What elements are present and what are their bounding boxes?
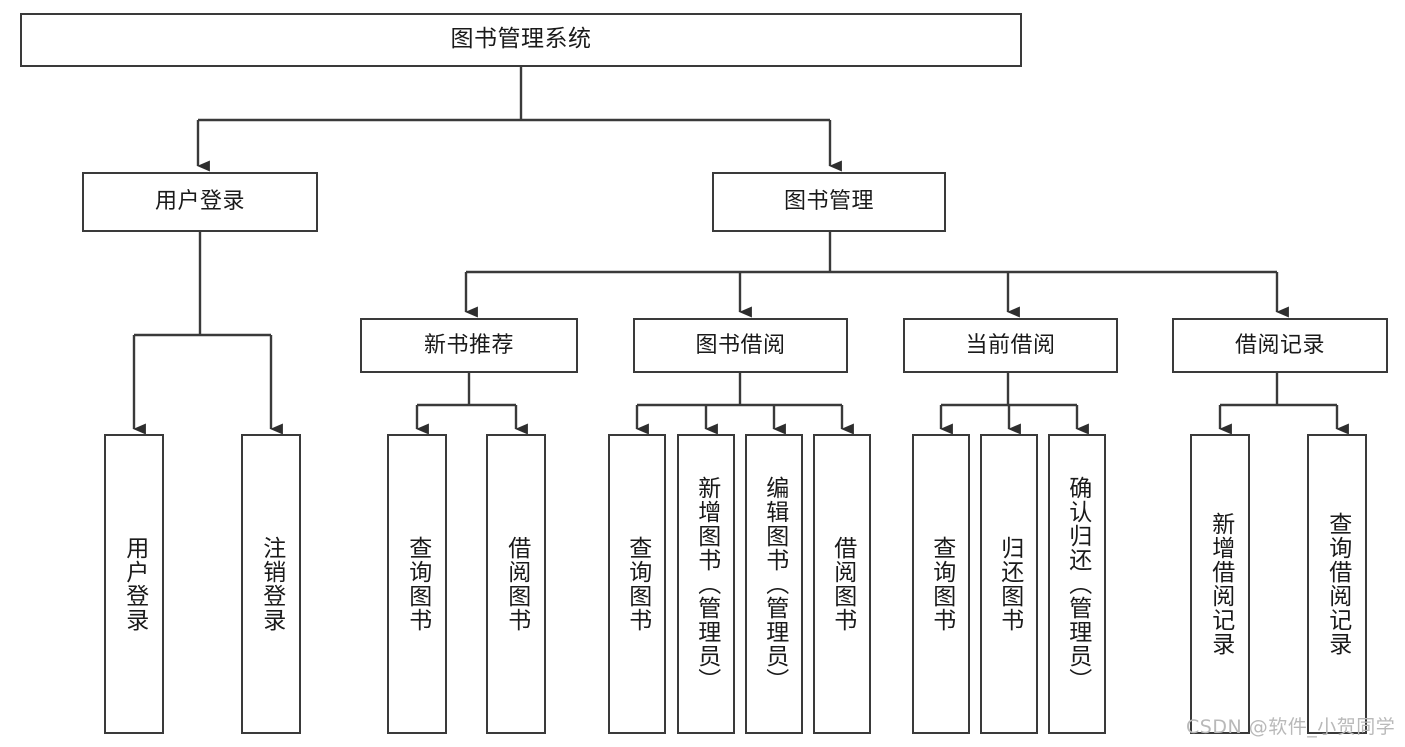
node-leaf-query-book-1[interactable]: 查询图书 [387, 434, 447, 734]
node-book-manage[interactable]: 图书管理 [712, 172, 946, 232]
node-root-label: 图书管理系统 [450, 26, 592, 53]
node-leaf-logout[interactable]: 注销登录 [241, 434, 301, 734]
node-user-login[interactable]: 用户登录 [82, 172, 318, 232]
node-leaf-add-book[interactable]: 新增图书（管理员） [677, 434, 735, 734]
node-book-borrow-label: 图书借阅 [695, 332, 786, 358]
node-leaf-query-book-3-label: 查询图书 [928, 536, 955, 632]
node-leaf-add-record[interactable]: 新增借阅记录 [1190, 434, 1250, 734]
node-borrow-record[interactable]: 借阅记录 [1172, 318, 1388, 373]
node-leaf-return-book[interactable]: 归还图书 [980, 434, 1038, 734]
node-leaf-query-book-3[interactable]: 查询图书 [912, 434, 970, 734]
node-leaf-borrow-book-1[interactable]: 借阅图书 [486, 434, 546, 734]
node-current-borrow[interactable]: 当前借阅 [903, 318, 1118, 373]
node-leaf-borrow-book-2-label: 借阅图书 [829, 536, 856, 632]
node-user-login-label: 用户登录 [154, 189, 245, 215]
node-leaf-confirm-return[interactable]: 确认归还（管理员） [1048, 434, 1106, 734]
node-leaf-borrow-book-1-label: 借阅图书 [503, 536, 530, 632]
node-leaf-query-record-label: 查询借阅记录 [1324, 512, 1351, 656]
node-book-manage-label: 图书管理 [783, 189, 874, 215]
node-borrow-record-label: 借阅记录 [1234, 332, 1325, 358]
node-leaf-edit-book-label: 编辑图书（管理员） [761, 476, 788, 692]
node-new-book-rec-label: 新书推荐 [423, 332, 514, 358]
node-current-borrow-label: 当前借阅 [965, 332, 1056, 358]
node-leaf-query-book-1-label: 查询图书 [404, 536, 431, 632]
node-leaf-borrow-book-2[interactable]: 借阅图书 [813, 434, 871, 734]
node-leaf-confirm-return-label: 确认归还（管理员） [1064, 476, 1091, 692]
node-leaf-query-book-2-label: 查询图书 [624, 536, 651, 632]
node-root[interactable]: 图书管理系统 [20, 13, 1022, 67]
node-leaf-user-login[interactable]: 用户登录 [104, 434, 164, 734]
node-book-borrow[interactable]: 图书借阅 [633, 318, 848, 373]
watermark: CSDN @软件_小贺同学 [1186, 716, 1396, 738]
node-new-book-rec[interactable]: 新书推荐 [360, 318, 578, 373]
node-leaf-edit-book[interactable]: 编辑图书（管理员） [745, 434, 803, 734]
node-leaf-logout-label: 注销登录 [258, 536, 285, 632]
node-leaf-add-record-label: 新增借阅记录 [1207, 512, 1234, 656]
node-leaf-add-book-label: 新增图书（管理员） [693, 476, 720, 692]
node-leaf-return-book-label: 归还图书 [996, 536, 1023, 632]
node-leaf-user-login-label: 用户登录 [121, 536, 148, 632]
node-leaf-query-book-2[interactable]: 查询图书 [608, 434, 666, 734]
node-leaf-query-record[interactable]: 查询借阅记录 [1307, 434, 1367, 734]
